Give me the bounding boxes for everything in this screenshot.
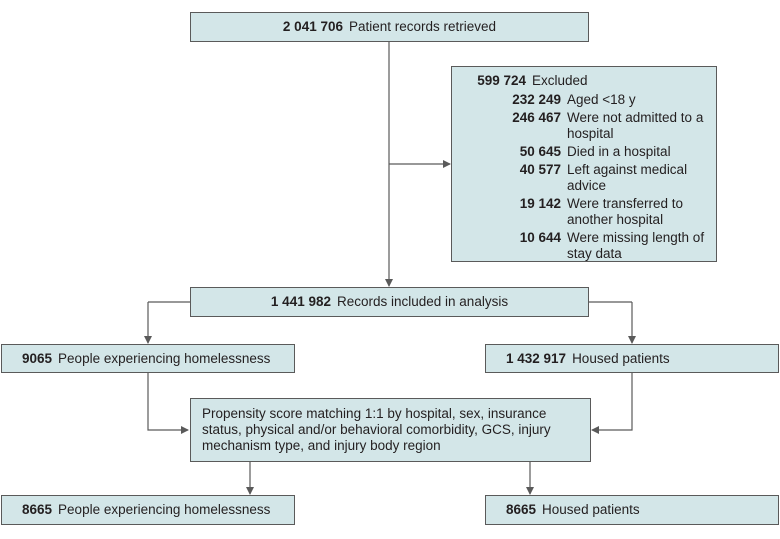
box-people-homeless: 9065 People experiencing homelessness [1, 344, 295, 373]
label: Were not admitted to a hospital [567, 110, 704, 141]
label: Records included in analysis [336, 294, 509, 309]
label: Were transferred to another hospital [567, 196, 684, 227]
label: Aged <18 y [567, 92, 636, 107]
label: People experiencing homelessness [58, 502, 271, 517]
box-excluded: 599 724 Excluded 232 249 Aged <18 y 246 … [451, 66, 717, 262]
count: 8665 [22, 502, 53, 517]
count: 9065 [22, 350, 53, 366]
exclusion-reason: 40 577 Left against medical advice [452, 162, 716, 194]
box-records-included: 1 441 982 Records included in analysis [190, 287, 589, 317]
box-matched-housed: 8665 Housed patients [485, 495, 779, 525]
label: Housed patients [572, 350, 670, 366]
count: 19 142 [519, 196, 561, 211]
exclusion-reason: 232 249 Aged <18 y [452, 92, 716, 108]
count: 232 249 [512, 92, 561, 107]
exclusion-reasons: 232 249 Aged <18 y 246 467 Were not admi… [452, 92, 716, 262]
arrow-homeless-to-matching [147, 373, 189, 434]
box-propensity-matching: Propensity score matching 1:1 by hospita… [190, 398, 591, 462]
label: Were missing length of stay data [567, 230, 705, 261]
box-records-retrieved: 2 041 706 Patient records retrieved [190, 12, 589, 42]
count: 40 577 [519, 162, 561, 177]
count: 10 644 [519, 230, 561, 245]
count: 246 467 [512, 110, 561, 125]
label: People experiencing homelessness [58, 350, 271, 366]
label: Housed patients [542, 502, 640, 517]
exclusion-reason: 50 645 Died in a hospital [452, 144, 716, 160]
label: Propensity score matching 1:1 by hospita… [202, 406, 551, 453]
count: 599 724 [477, 73, 526, 88]
count: 1 441 982 [270, 294, 331, 309]
count: 1 432 917 [506, 350, 567, 366]
count: 50 645 [519, 144, 561, 159]
box-housed-patients: 1 432 917 Housed patients [485, 344, 779, 373]
exclusion-reason: 10 644 Were missing length of stay data [452, 230, 716, 262]
exclusion-reason: 246 467 Were not admitted to a hospital [452, 110, 716, 142]
box-matched-homeless: 8665 People experiencing homelessness [1, 495, 295, 525]
label: Excluded [532, 73, 588, 88]
count: 8665 [506, 502, 537, 517]
label: Patient records retrieved [348, 19, 497, 34]
exclusion-reason: 19 142 Were transferred to another hospi… [452, 196, 716, 228]
label: Died in a hospital [567, 144, 671, 159]
arrow-housed-to-matching [591, 373, 633, 434]
label: Left against medical advice [567, 162, 688, 193]
count: 2 041 706 [282, 19, 343, 34]
